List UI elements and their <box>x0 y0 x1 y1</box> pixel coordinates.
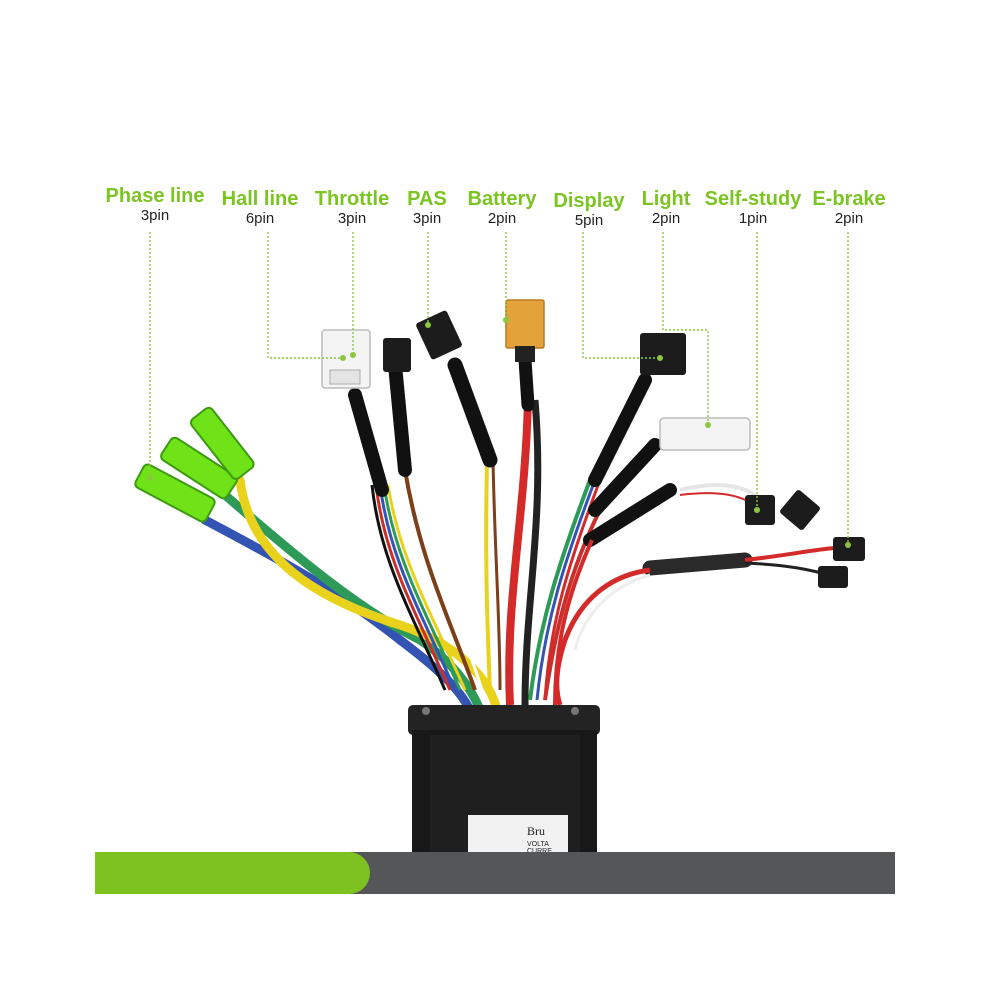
label-pins: 1pin <box>738 210 768 227</box>
pas-wires <box>484 459 492 691</box>
label-pins: 2pin <box>487 210 517 227</box>
label-name: PAS <box>407 188 447 210</box>
label-pins: 5pin <box>574 212 604 229</box>
phase-connector <box>160 436 238 500</box>
label-pins: 2pin <box>834 210 864 227</box>
battery-wire-red <box>505 399 532 706</box>
label-name: Battery <box>467 188 537 210</box>
label-battery: Battery 2pin <box>468 188 537 227</box>
label-pins: 2pin <box>651 210 681 227</box>
phase-connector <box>134 463 216 523</box>
pas-connector <box>416 310 462 360</box>
controller-box <box>408 705 600 855</box>
hall-sheath <box>348 388 389 497</box>
e-brake-connector <box>818 537 865 588</box>
self-study-sheath <box>583 483 677 547</box>
footer-bar-green <box>95 852 370 894</box>
controller-label-line: CURRE <box>527 848 552 855</box>
controller-label-brand: Bru <box>527 824 545 838</box>
label-pins: 6pin <box>245 210 275 227</box>
leader-line-display <box>582 232 660 359</box>
label-self-study: Self-study 1pin <box>705 188 802 227</box>
light-sheath <box>588 438 662 517</box>
hall-wires <box>370 484 467 691</box>
display-sheath <box>588 373 652 487</box>
label-name: E-brake <box>812 188 886 210</box>
pas-sheath <box>447 357 498 468</box>
display-connector <box>640 333 686 375</box>
label-name: Self-study <box>704 188 802 210</box>
light-connector <box>659 417 751 451</box>
label-name: Throttle <box>314 188 390 210</box>
phase-connectors <box>134 406 255 523</box>
label-display: Display 5pin <box>553 190 624 229</box>
leader-line-hall <box>267 232 343 359</box>
label-phase-line: Phase line 3pin <box>106 185 205 224</box>
label-pins: 3pin <box>337 210 367 227</box>
leader-line-light <box>662 232 709 425</box>
throttle-connector <box>383 338 411 372</box>
label-e-brake: E-brake 2pin <box>812 188 885 227</box>
throttle-wires <box>403 469 477 691</box>
label-name: Phase line <box>105 185 205 207</box>
label-hall-line: Hall line 6pin <box>222 188 299 227</box>
display-wires <box>528 479 592 701</box>
e-brake-sheath <box>642 552 753 576</box>
label-name: Light <box>641 188 691 210</box>
footer-bar-grey <box>350 852 895 894</box>
leader-dots <box>147 317 851 548</box>
phase-connector <box>189 406 255 480</box>
hall-connector <box>321 329 371 389</box>
controller-label-line: VOLTA <box>527 841 549 848</box>
label-pas: PAS 3pin <box>407 188 447 227</box>
label-pins: 3pin <box>412 210 442 227</box>
label-name: Display <box>553 190 625 212</box>
label-light: Light 2pin <box>642 188 691 227</box>
label-name: Hall line <box>221 188 299 210</box>
battery-connector <box>505 299 545 362</box>
throttle-sheath <box>388 358 412 477</box>
label-pins: 3pin <box>140 207 170 224</box>
battery-sheath <box>518 353 535 412</box>
battery-wire-black <box>521 399 542 706</box>
phase-wire-yellow <box>235 475 502 715</box>
label-throttle: Throttle 3pin <box>315 188 389 227</box>
leader-lines <box>149 232 849 545</box>
